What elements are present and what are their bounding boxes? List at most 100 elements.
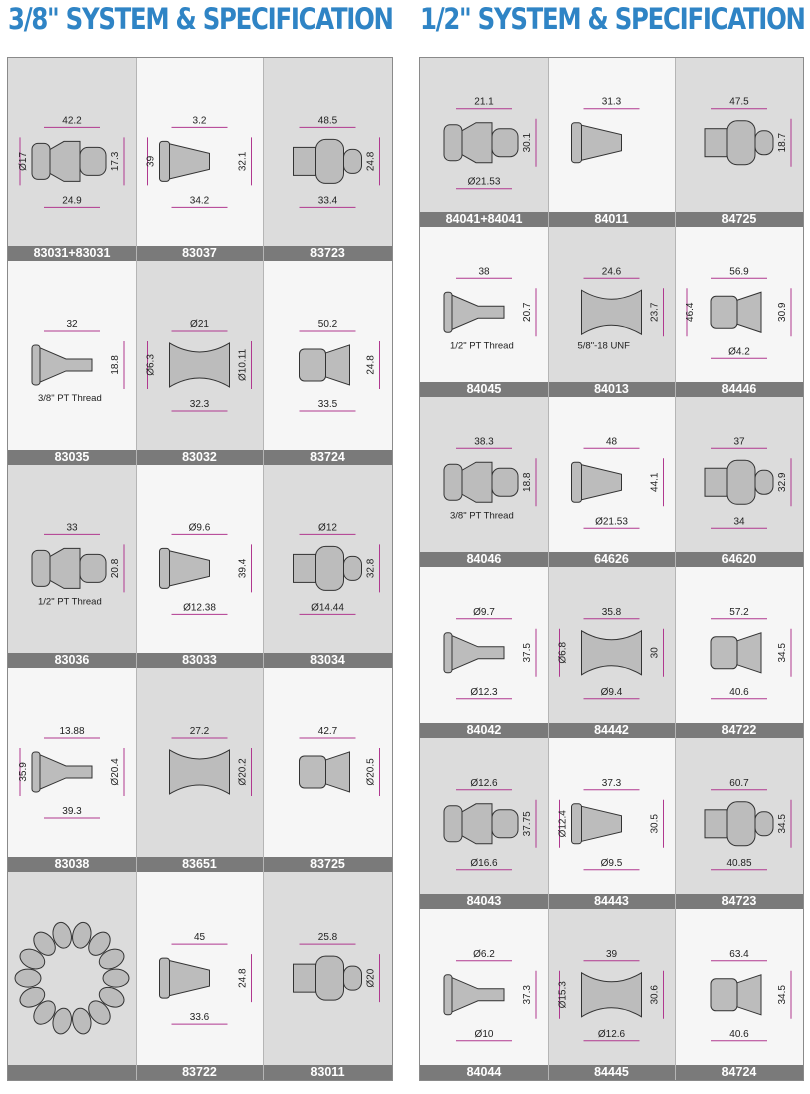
ring-segment xyxy=(72,921,92,949)
dimension-label: 13.88 xyxy=(59,726,84,737)
dimension-label: 18.7 xyxy=(777,133,788,153)
dimension-label: Ø21.53 xyxy=(595,516,628,527)
dimension-label: 40.6 xyxy=(729,687,749,698)
ring-segment xyxy=(88,931,111,956)
part-number-label: 84443 xyxy=(548,894,675,909)
part-body xyxy=(315,138,344,184)
dimension-label: 31.3 xyxy=(602,97,622,108)
dimension-label: 20.8 xyxy=(110,558,121,578)
dimension-label: Ø9.4 xyxy=(601,687,623,698)
ring-segment xyxy=(33,931,56,956)
ring-segment xyxy=(72,1007,92,1035)
part-number-label: 83032 xyxy=(136,450,263,465)
dimension-label: Ø15.3 xyxy=(558,981,569,1009)
dimension-label: Ø12.4 xyxy=(558,810,569,838)
dimension-label: 40.6 xyxy=(729,1029,749,1040)
part-nozzle xyxy=(736,974,762,1016)
dimension-label: 39 xyxy=(146,155,157,167)
right-section-title: 1/2" SYSTEM & SPECIFICATION xyxy=(420,2,806,36)
dimension-label: 30.9 xyxy=(777,302,788,322)
dimension-label: 35.9 xyxy=(18,762,29,782)
part-nozzle xyxy=(79,553,107,583)
part-body xyxy=(461,122,493,164)
part-segment xyxy=(443,805,463,843)
dimension-label: 24.8 xyxy=(366,151,377,171)
dimension-label: 33.6 xyxy=(190,1012,210,1023)
part-number-label: 83725 xyxy=(263,857,392,872)
part-body xyxy=(710,978,738,1012)
ring-segment xyxy=(19,986,46,1008)
ring-segment xyxy=(98,948,125,970)
part-body xyxy=(581,289,642,336)
part-body xyxy=(167,959,210,997)
part-number-label xyxy=(8,1065,136,1080)
part-nozzle xyxy=(79,146,107,176)
dimension-label: 63.4 xyxy=(729,949,749,960)
dimension-label: Ø20.5 xyxy=(366,758,377,786)
dimension-label: Ø20 xyxy=(366,968,377,987)
part-number-label: 84725 xyxy=(675,212,803,227)
part-nozzle xyxy=(491,128,519,158)
column-divider xyxy=(136,58,137,1080)
dimension-label: Ø12.6 xyxy=(470,778,498,789)
dimension-label: 38 xyxy=(478,266,490,277)
dimension-label: 60.7 xyxy=(729,778,749,789)
dimension-label: 42.2 xyxy=(62,115,82,126)
part-number-label: 84044 xyxy=(420,1065,548,1080)
part-body xyxy=(449,634,505,672)
part-body xyxy=(167,142,210,181)
dimension-label: Ø10.11 xyxy=(238,348,249,380)
part-nozzle xyxy=(754,811,774,837)
column-divider xyxy=(263,58,264,1080)
dimension-label: Ø21.53 xyxy=(468,177,501,188)
part-number-label: 83037 xyxy=(136,246,263,261)
dimension-label: 3.2 xyxy=(193,115,207,126)
part-flange xyxy=(571,122,582,164)
dimension-label: Ø21 xyxy=(190,319,209,330)
part-body xyxy=(579,124,622,162)
part-number-label: 83036 xyxy=(8,653,136,668)
part-drawing: 24.623.75/8"-18 UNF xyxy=(578,266,664,351)
ring-segment xyxy=(98,986,125,1008)
part-number-label: 84445 xyxy=(548,1065,675,1080)
part-nozzle xyxy=(325,344,350,386)
dimension-label: 47.5 xyxy=(729,97,749,108)
part-number-label: 83723 xyxy=(263,246,392,261)
part-body xyxy=(299,755,326,789)
dimension-label: 33 xyxy=(66,522,78,533)
part-body xyxy=(37,753,93,791)
dimension-label: 38.3 xyxy=(474,436,494,447)
part-base xyxy=(443,632,453,674)
part-nozzle xyxy=(491,809,519,839)
dimension-label: 34.5 xyxy=(777,643,788,663)
dimension-label: Ø12 xyxy=(318,522,337,533)
part-thread xyxy=(704,809,728,839)
part-segment xyxy=(443,463,463,501)
column-divider xyxy=(548,58,549,1080)
part-body xyxy=(449,976,505,1014)
dimension-label: Ø20.2 xyxy=(238,758,249,786)
part-body xyxy=(169,749,230,795)
part-body xyxy=(299,348,326,382)
thread-note: 1/2" PT Thread xyxy=(38,596,102,607)
dimension-label: Ø16.6 xyxy=(470,858,498,869)
dimension-label: Ø9.7 xyxy=(473,607,495,618)
part-number-label: 83031+83031 xyxy=(8,246,136,261)
